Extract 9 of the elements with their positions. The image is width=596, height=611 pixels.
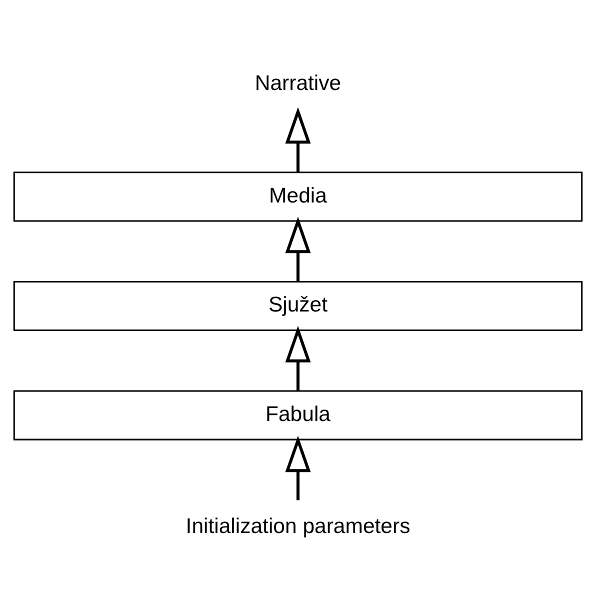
- node-text: Initialization parameters: [186, 514, 410, 538]
- node-box: Sjužet: [13, 280, 583, 331]
- node-text: Narrative: [254, 70, 342, 95]
- node-box: Fabula: [13, 390, 583, 440]
- arrow: [285, 435, 311, 500]
- arrow: [285, 325, 311, 390]
- arrow: [285, 216, 311, 281]
- node-box: Media: [13, 171, 583, 222]
- arrow: [285, 106, 311, 172]
